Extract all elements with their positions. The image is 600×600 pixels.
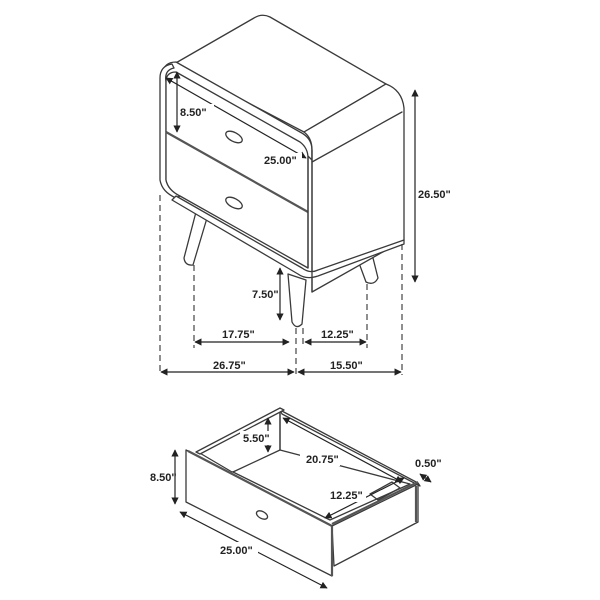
drawer-handle-bottom: [225, 196, 243, 210]
label-front-width: 25.00": [220, 545, 253, 557]
label-depth: 12.25": [330, 490, 363, 502]
label-panel-thickness: 0.50": [415, 458, 442, 470]
nightstand-drawing: [159, 14, 405, 328]
nightstand-dimensions: [160, 71, 419, 376]
label-front-height: 8.50": [150, 472, 177, 484]
label-interior-length: 20.75": [306, 454, 339, 466]
label-footprint-width: 26.75": [213, 360, 246, 372]
top-surface: [173, 14, 387, 133]
bottom-frame: [171, 195, 405, 279]
label-total-height: 26.50": [418, 189, 451, 201]
label-leg-span-side: 12.25": [321, 329, 354, 341]
label-width: 25.00": [264, 155, 297, 167]
leg-rear-left: [183, 211, 208, 266]
drawer-labels: 5.50" 20.75" 0.50" 8.50" 12.25" 25.00": [150, 431, 442, 557]
label-footprint-depth: 15.50": [330, 360, 363, 372]
label-drawer-height: 8.50": [180, 107, 207, 119]
label-leg-height: 7.50": [252, 289, 279, 301]
leg-front: [287, 273, 307, 328]
label-leg-span-front: 17.75": [222, 329, 255, 341]
nightstand-labels: 8.50" 25.00" 26.50" 7.50" 17.75" 12.25" …: [178, 104, 451, 372]
label-interior-height: 5.50": [243, 433, 270, 445]
extension-lines: [159, 195, 403, 378]
